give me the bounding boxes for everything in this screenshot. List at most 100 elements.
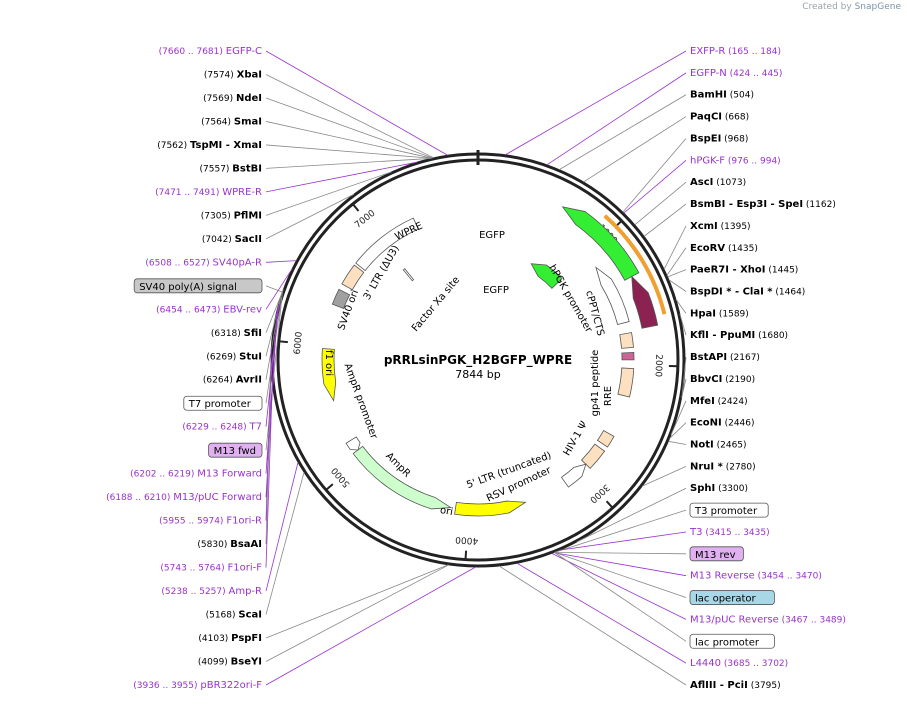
- site-label-right-24[interactable]: M13 Reverse (3454 .. 3470): [690, 571, 822, 582]
- label-name: NruI *: [690, 461, 724, 472]
- label-pos: (1162): [803, 200, 836, 210]
- site-label-right-17[interactable]: EcoNI (2446): [690, 418, 755, 429]
- site-label-right-8[interactable]: XcmI (1395): [690, 221, 751, 232]
- site-label-right-26[interactable]: M13/pUC Reverse (3467 .. 3489): [690, 614, 846, 625]
- site-label-right-0[interactable]: EXFP-R (165 .. 184): [690, 46, 781, 57]
- leader-right-7: [644, 204, 686, 236]
- feature-cppt-cts[interactable]: [620, 333, 634, 349]
- label-text: (6508 .. 6527) SV40pA-R: [145, 257, 262, 268]
- label-text: (6454 .. 6473) EBV-rev: [156, 304, 262, 315]
- site-label-right-11[interactable]: BspDI * - ClaI * (1464): [690, 286, 805, 297]
- site-label-right-27[interactable]: lac promoter: [690, 634, 774, 648]
- site-label-left-13[interactable]: (6269) StuI: [206, 351, 262, 362]
- site-label-right-13[interactable]: KflI - PpuMI (1680): [690, 330, 788, 341]
- site-label-left-16[interactable]: (6229 .. 6248) T7: [182, 422, 262, 433]
- site-label-right-25[interactable]: lac operator: [690, 591, 774, 605]
- site-label-left-7[interactable]: (7305) PflMI: [201, 210, 262, 221]
- feature-rre[interactable]: [618, 368, 634, 397]
- site-label-left-3[interactable]: (7564) SmaI: [201, 116, 262, 127]
- site-label-left-19[interactable]: (6188 .. 6210) M13/pUC Forward: [106, 492, 262, 503]
- site-label-left-14[interactable]: (6264) AvrII: [203, 375, 262, 386]
- site-label-right-18[interactable]: NotI (2465): [690, 440, 747, 451]
- watermark-prefix: Created by: [802, 2, 852, 12]
- label-pos: (4103): [198, 634, 231, 644]
- label-pos: (3685 .. 3702): [721, 659, 788, 669]
- site-label-right-3[interactable]: PaqCI (668): [690, 112, 749, 123]
- site-label-left-15[interactable]: T7 promoter: [184, 396, 262, 410]
- site-label-right-1[interactable]: EGFP-N (424 .. 445): [690, 68, 782, 79]
- site-label-left-2[interactable]: (7569) NdeI: [203, 93, 262, 104]
- leader-right-4: [623, 138, 686, 212]
- feature-ampr[interactable]: [353, 446, 451, 509]
- site-label-right-20[interactable]: SphI (3300): [690, 483, 748, 494]
- site-label-left-12[interactable]: (6318) SfiI: [211, 328, 262, 339]
- label-name: XcmI: [690, 221, 718, 232]
- tick-label-5000: 5000: [330, 465, 353, 489]
- label-name: NotI: [690, 440, 714, 451]
- site-label-right-4[interactable]: BspEI (968): [690, 133, 748, 144]
- site-label-left-6[interactable]: (7471 .. 7491) WPRE-R: [155, 187, 262, 198]
- plasmid-name: pRRLsinPGK_H2BGFP_WPRE: [384, 353, 572, 368]
- site-label-left-23[interactable]: (5238 .. 5257) Amp-R: [161, 586, 262, 597]
- site-label-left-25[interactable]: (4103) PspFI: [198, 633, 262, 644]
- label-name: BamHI: [690, 90, 727, 101]
- label-pos: (1680): [755, 331, 788, 341]
- site-label-left-4[interactable]: (7562) TspMI - XmaI: [157, 140, 262, 151]
- site-label-left-8[interactable]: (7042) SacII: [202, 234, 262, 245]
- leader-left-26: [266, 565, 449, 662]
- site-label-right-16[interactable]: MfeI (2424): [690, 396, 748, 407]
- label-name: SfiI: [244, 328, 262, 339]
- site-label-left-1[interactable]: (7574) XbaI: [204, 69, 262, 80]
- site-label-right-9[interactable]: EcoRV (1435): [690, 243, 758, 254]
- site-label-right-6[interactable]: AscI (1073): [690, 177, 746, 188]
- label-text: hPGK-F (976 .. 994): [690, 155, 781, 166]
- site-label-right-7[interactable]: BsmBI - Esp3I - SpeI (1162): [690, 199, 836, 210]
- site-label-right-28[interactable]: L4440 (3685 .. 3702): [690, 658, 788, 669]
- feature-hiv-1-[interactable]: [597, 431, 614, 448]
- feature-3-ltr-u3-[interactable]: [342, 265, 364, 290]
- label-text: HpaI (1589): [690, 308, 749, 319]
- site-label-left-24[interactable]: (5168) ScaI: [206, 610, 262, 621]
- site-label-left-18[interactable]: (6202 .. 6219) M13 Forward: [130, 469, 262, 480]
- site-label-right-21[interactable]: T3 promoter: [690, 503, 768, 517]
- label-text: NotI (2465): [690, 440, 747, 451]
- site-label-right-12[interactable]: HpaI (1589): [690, 308, 749, 319]
- site-label-left-11[interactable]: (6454 .. 6473) EBV-rev: [156, 304, 262, 315]
- label-text: (5168) ScaI: [206, 610, 262, 621]
- site-label-right-2[interactable]: BamHI (504): [690, 90, 754, 101]
- label-pos: (2446): [722, 419, 755, 429]
- site-label-right-5[interactable]: hPGK-F (976 .. 994): [690, 155, 781, 166]
- feature-factor-xa-site[interactable]: [403, 269, 413, 281]
- site-label-left-26[interactable]: (4099) BseYI: [198, 657, 262, 668]
- label-name: KflI - PpuMI: [690, 330, 755, 341]
- site-label-right-19[interactable]: NruI * (2780): [690, 461, 756, 472]
- site-label-left-17[interactable]: M13 fwd: [209, 443, 262, 457]
- site-label-right-22[interactable]: T3 (3415 .. 3435): [689, 527, 770, 538]
- site-label-left-0[interactable]: (7660 .. 7681) EGFP-C: [159, 46, 262, 57]
- site-label-left-9[interactable]: (6508 .. 6527) SV40pA-R: [145, 257, 262, 268]
- site-label-right-29[interactable]: AflIII - PciI (3795): [690, 680, 781, 691]
- feature-rsv-promoter[interactable]: [561, 464, 585, 487]
- site-label-right-23[interactable]: M13 rev: [690, 547, 743, 561]
- label-text: (6318) SfiI: [211, 328, 262, 339]
- site-label-left-27[interactable]: (3936 .. 3955) pBR322ori-F: [133, 680, 262, 691]
- site-label-left-21[interactable]: (5830) BsaAI: [197, 539, 262, 550]
- label-text: (7564) SmaI: [201, 116, 262, 127]
- site-label-right-14[interactable]: BstAPI (2167): [690, 352, 760, 363]
- label-text: (5743 .. 5764) F1ori-F: [160, 563, 262, 574]
- site-label-right-10[interactable]: PaeR7I - XhoI (1445): [690, 265, 798, 276]
- feature-ampr-promoter[interactable]: [346, 437, 360, 450]
- feature-gp41-peptide[interactable]: [622, 352, 634, 360]
- site-label-left-22[interactable]: (5743 .. 5764) F1ori-F: [160, 563, 262, 574]
- label-text: BsmBI - Esp3I - SpeI (1162): [690, 199, 836, 210]
- label-pos: (6188 .. 6210): [106, 493, 173, 503]
- label-text: T3 (3415 .. 3435): [689, 527, 770, 538]
- site-label-left-5[interactable]: (7557) BstBI: [200, 163, 263, 174]
- label-name: AflIII - PciI: [690, 680, 748, 691]
- label-text: (4099) BseYI: [198, 657, 262, 668]
- site-label-left-20[interactable]: (5955 .. 5974) F1ori-R: [159, 516, 262, 527]
- site-label-right-15[interactable]: BbvCI (2190): [690, 374, 755, 385]
- label-pos: (1464): [773, 287, 806, 297]
- label-pos: (7471 .. 7491): [155, 188, 222, 198]
- site-label-left-10[interactable]: SV40 poly(A) signal: [134, 279, 262, 293]
